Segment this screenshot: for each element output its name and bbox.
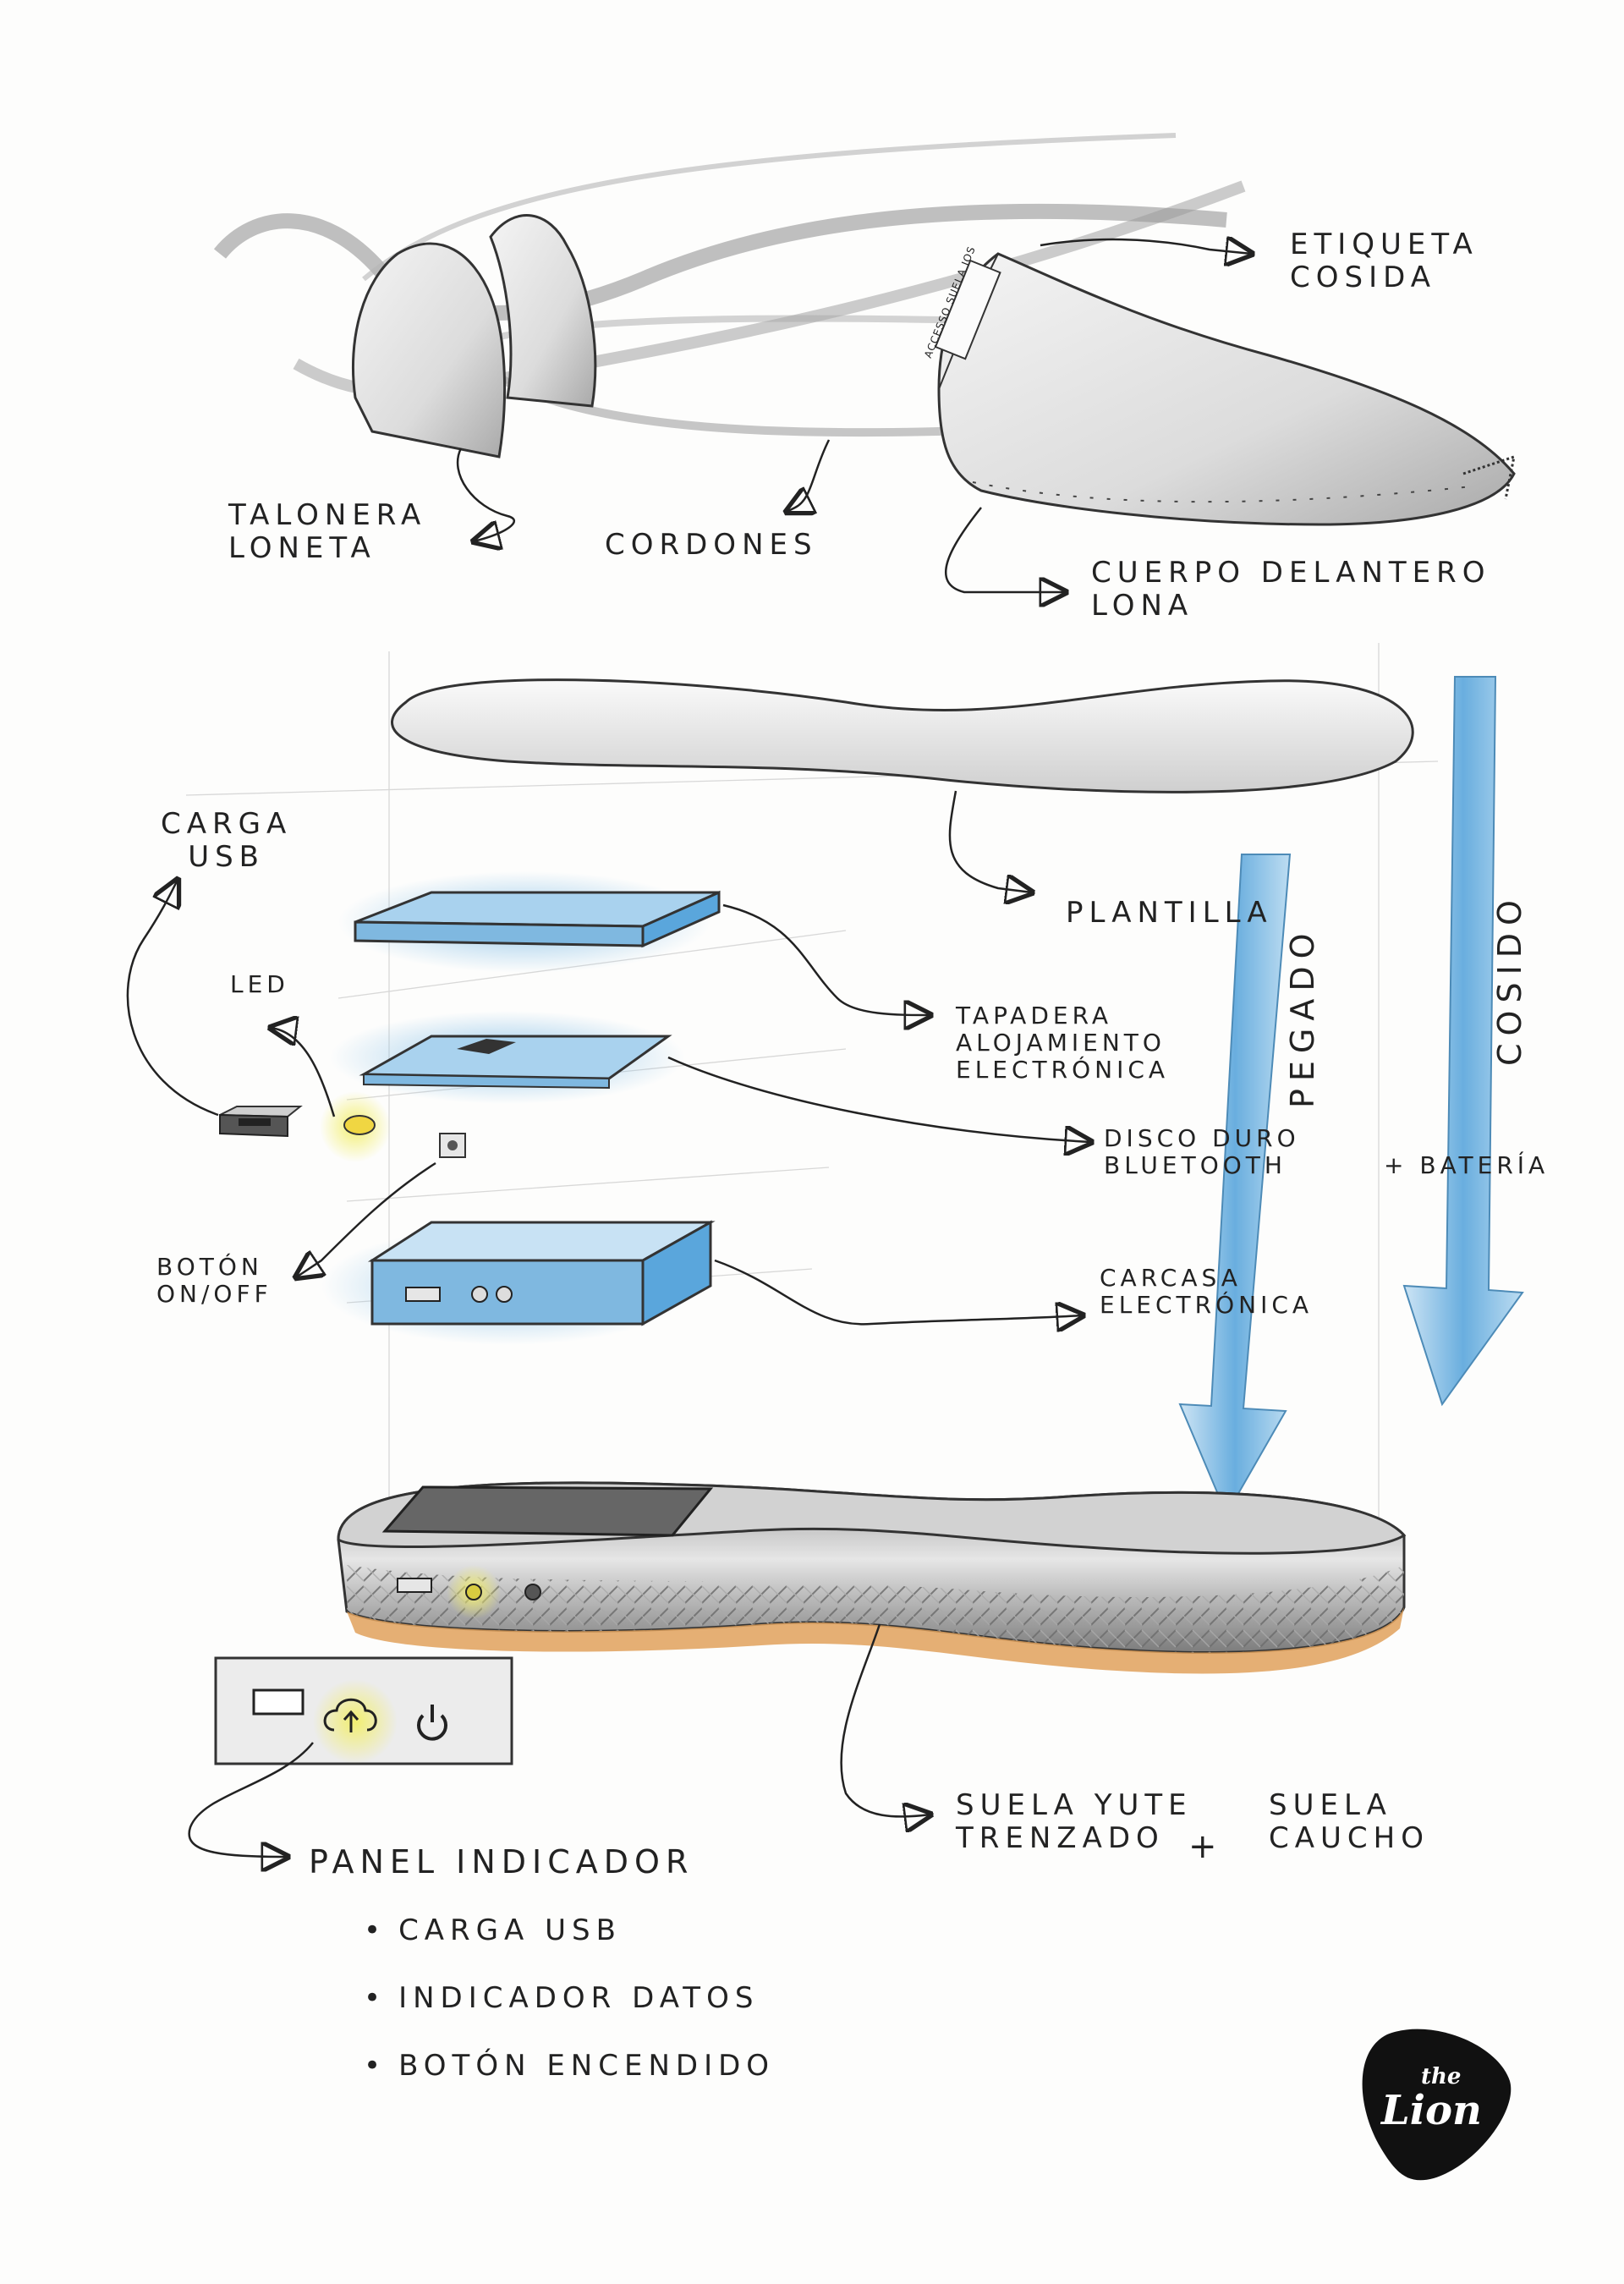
panel-item-indicador-datos: INDICADOR DATOS	[364, 1981, 759, 2015]
panel-item-boton-encendido: BOTÓN ENCENDIDO	[364, 2049, 775, 2083]
heel-counter	[352, 242, 507, 458]
label-carcasa: CARCASA ELECTRÓNICA	[1100, 1264, 1314, 1320]
label-carga-usb: CARGA USB	[161, 807, 293, 875]
label-plus: +	[1188, 1827, 1223, 1866]
label-suela-yute: SUELA YUTE TRENZADO	[956, 1788, 1193, 1856]
outsole	[337, 1481, 1407, 1674]
pegado-arrow	[1178, 854, 1292, 1517]
electronics-lid	[338, 871, 721, 973]
label-talonera-loneta: TALONERA LONETA	[228, 498, 427, 566]
front-body	[937, 252, 1516, 526]
usb-module	[219, 1106, 303, 1138]
label-cuerpo-delantero: CUERPO DELANTERO LONA	[1091, 556, 1491, 623]
pcb-board	[330, 1011, 685, 1104]
insole	[391, 678, 1414, 793]
cosido-arrow	[1402, 676, 1524, 1407]
logo-big-text: Lion	[1381, 2087, 1482, 2134]
lace-ribbon-4	[362, 133, 1177, 282]
cloud-upload-icon	[323, 1698, 377, 1732]
label-plantilla: PLANTILLA	[1066, 896, 1273, 930]
label-panel-indicador: PANEL INDICADOR	[309, 1843, 694, 1880]
led-component	[343, 1115, 376, 1135]
label-cosido: COSIDO	[1491, 892, 1528, 1066]
label-tapadera: TAPADERA ALOJAMIENTO ELECTRÓNICA	[956, 1002, 1170, 1084]
label-disco-duro: DISCO DURO BLUETOOTH	[1104, 1124, 1300, 1180]
indicator-panel-drawing	[214, 1656, 513, 1765]
sewn-label-tag	[934, 259, 1001, 360]
the-lion-logo: the Lion	[1349, 2018, 1514, 2182]
shoe-assembly	[213, 133, 1516, 526]
panel-item-carga-usb: CARGA USB	[364, 1913, 622, 1947]
label-led: LED	[230, 970, 289, 998]
label-bateria: + BATERÍA	[1384, 1151, 1550, 1179]
label-cordones: CORDONES	[605, 528, 818, 562]
logo-small-text: the	[1421, 2064, 1462, 2089]
electronics-housing	[321, 1220, 716, 1345]
heel-counter-back	[489, 214, 597, 408]
label-boton-onoff: BOTÓN ON/OFF	[156, 1253, 272, 1309]
power-icon	[417, 1714, 447, 1741]
label-etiqueta-cosida: ETIQUETA COSIDA	[1290, 228, 1479, 295]
label-pegado: PEGADO	[1284, 925, 1321, 1108]
label-suela-caucho: SUELA CAUCHO	[1269, 1788, 1429, 1856]
